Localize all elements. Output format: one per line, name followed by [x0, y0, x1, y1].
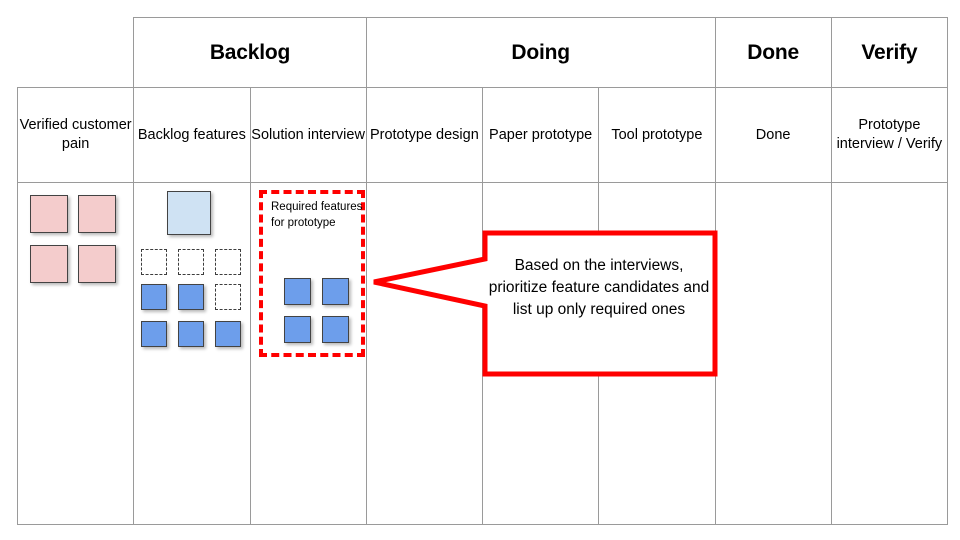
column-backlog-features[interactable] [133, 182, 251, 525]
phase-header-backlog: Backlog [133, 17, 367, 88]
stage-header-verified-customer-pain: Verified customer pain [16, 87, 135, 183]
card-blue-8[interactable] [141, 321, 168, 347]
card-blue-5[interactable] [141, 284, 168, 310]
stage-header-tool-prototype: Tool prototype [598, 87, 716, 183]
kanban-board: Backlog Doing Done Verify Verified custo… [16, 17, 949, 525]
card-blue-3[interactable] [284, 316, 311, 343]
callout-shape [373, 230, 718, 377]
card-ghost-2[interactable] [141, 249, 168, 275]
column-done[interactable] [714, 182, 832, 525]
phase-header-row: Backlog Doing Done Verify [17, 17, 949, 88]
card-blue-9[interactable] [178, 321, 205, 347]
card-blue-6[interactable] [178, 284, 205, 310]
card-blue-2[interactable] [322, 278, 349, 305]
stage-header-solution-interview: Solution interview [249, 87, 367, 183]
stage-header-prototype-design: Prototype design [365, 87, 484, 183]
card-pink-1[interactable] [30, 195, 68, 233]
phase-header-done: Done [714, 17, 832, 88]
card-area-backlog-features [134, 183, 249, 524]
card-lblue-1[interactable] [167, 191, 212, 235]
card-blue-10[interactable] [215, 321, 242, 347]
card-pink-3[interactable] [30, 245, 68, 283]
phase-header-spacer [17, 17, 134, 88]
callout-outline [373, 230, 718, 377]
kanban-table: Backlog Doing Done Verify Verified custo… [16, 17, 949, 525]
stage-header-row: Verified customer pain Backlog features … [16, 87, 949, 183]
phase-header-verify: Verify [830, 17, 949, 88]
stage-header-paper-prototype: Paper prototype [481, 87, 600, 183]
card-ghost-3[interactable] [178, 249, 205, 275]
stage-header-done: Done [714, 87, 832, 183]
card-area-prototype-interview-verify [832, 183, 947, 524]
phase-header-doing: Doing [365, 17, 716, 88]
stage-header-backlog-features: Backlog features [133, 87, 251, 183]
card-pink-2[interactable] [78, 195, 116, 233]
card-ghost-7[interactable] [215, 284, 242, 310]
column-verified-customer-pain[interactable] [16, 182, 135, 525]
card-blue-4[interactable] [322, 316, 349, 343]
column-prototype-design[interactable] [365, 182, 484, 525]
card-area-required-features [263, 194, 361, 353]
card-blue-1[interactable] [284, 278, 311, 305]
column-prototype-interview-verify[interactable] [830, 182, 949, 525]
callout-text: Based on the interviews, prioritize feat… [488, 257, 710, 318]
card-area-verified-customer-pain [18, 183, 133, 524]
required-features-label: Required features for prototype [271, 201, 363, 229]
card-pink-4[interactable] [78, 245, 116, 283]
stage-header-prototype-interview-verify: Prototype interview / Verify [830, 87, 949, 183]
card-area-done [716, 183, 831, 524]
card-ghost-4[interactable] [215, 249, 242, 275]
required-features-highlight-box[interactable]: Required features for prototype [259, 190, 365, 357]
